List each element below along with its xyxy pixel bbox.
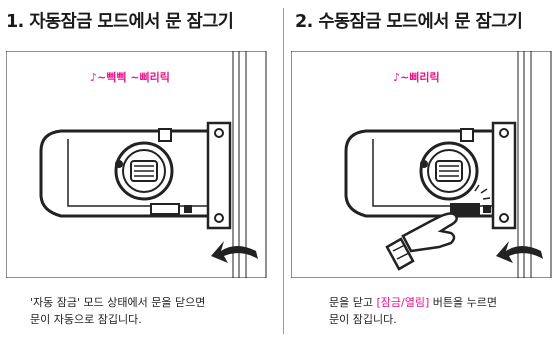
door-closing-arrow-icon bbox=[496, 241, 543, 263]
panel-auto-lock: 1. 자동잠금 모드에서 문 잠그기 bbox=[0, 0, 278, 338]
screw bbox=[115, 160, 123, 168]
door-outline bbox=[291, 51, 552, 278]
press-mark bbox=[482, 197, 491, 200]
door-closing-arrow-icon bbox=[211, 241, 258, 263]
bolt-plate bbox=[491, 121, 517, 230]
screw bbox=[499, 128, 509, 138]
lock-open-button bbox=[450, 203, 480, 215]
caption-line-2: 문이 자동으로 잠깁니다. bbox=[30, 313, 142, 326]
caption: '자동 잠금' 모드 상태에서 문을 닫으면 문이 자동으로 잠깁니다. bbox=[30, 294, 205, 328]
lock-illustration-manual bbox=[291, 51, 557, 278]
sound-indicator: ♪~삑삑 ~삐리릭 bbox=[90, 71, 170, 84]
screw bbox=[214, 128, 224, 138]
thumbturn-inner bbox=[122, 149, 166, 193]
door-lock-drawing bbox=[291, 51, 552, 278]
caption-text: 문을 닫고 bbox=[329, 296, 377, 309]
panel-divider bbox=[283, 8, 284, 334]
panel-title: 1. 자동잠금 모드에서 문 잠그기 bbox=[6, 12, 234, 32]
lock-open-button bbox=[150, 203, 180, 215]
caption-line-2: 문이 잠깁니다. bbox=[329, 313, 397, 326]
led-indicator bbox=[184, 205, 192, 213]
screw bbox=[214, 213, 224, 223]
led-indicator bbox=[483, 205, 491, 213]
press-mark bbox=[480, 188, 488, 194]
press-mark bbox=[474, 184, 480, 192]
door-lock-drawing bbox=[6, 51, 267, 278]
pressing-hand-icon bbox=[385, 212, 458, 271]
lock-illustration-auto bbox=[6, 51, 272, 278]
caption-text: 버튼을 누르면 bbox=[429, 296, 497, 309]
lock-open-button-label: [잠금/열림] bbox=[376, 296, 430, 309]
thumbturn-inner bbox=[427, 149, 471, 193]
caption: 문을 닫고 [잠금/열림] 버튼을 누르면 문이 잠깁니다. bbox=[329, 294, 497, 328]
screw bbox=[420, 160, 428, 168]
sound-indicator: ♪~삐리릭 bbox=[393, 71, 440, 84]
panel-manual-lock: 2. 수동잠금 모드에서 문 잠그기 bbox=[289, 0, 557, 338]
caption-line-1: '자동 잠금' 모드 상태에서 문을 닫으면 bbox=[30, 296, 206, 309]
panel-title: 2. 수동잠금 모드에서 문 잠그기 bbox=[295, 12, 523, 32]
bolt-plate bbox=[206, 121, 232, 230]
caption-line-1: 문을 닫고 [잠금/열림] 버튼을 누르면 bbox=[329, 294, 497, 311]
screw bbox=[499, 213, 509, 223]
slider-switch bbox=[460, 128, 474, 142]
slider-switch bbox=[158, 128, 172, 142]
door-outline bbox=[6, 51, 267, 278]
